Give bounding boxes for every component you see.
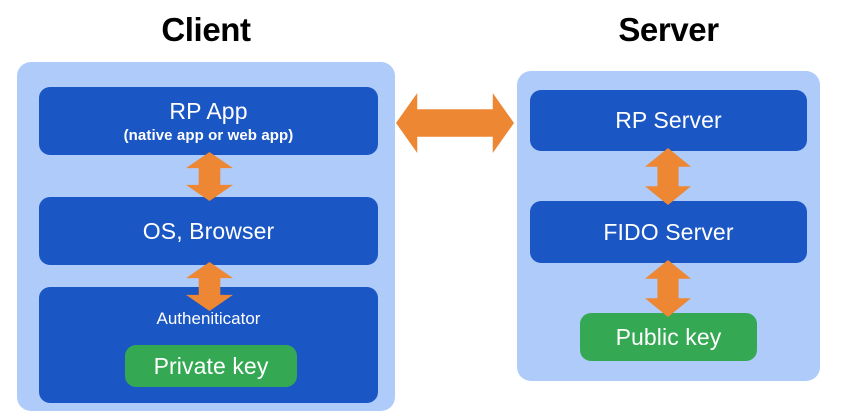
box-authenticator-title: Autheniticator: [156, 309, 261, 328]
public-key-pill: Public key: [580, 313, 757, 361]
box-os-browser-title: OS, Browser: [142, 217, 275, 244]
box-rp-app-subtitle: (native app or web app): [123, 126, 294, 144]
arrow-client-to-server-icon: [396, 93, 514, 153]
box-fido-server-title: FIDO Server: [603, 218, 734, 245]
box-os-browser: OS, Browser: [39, 197, 378, 265]
private-key-pill: Private key: [125, 345, 297, 387]
box-fido-server: FIDO Server: [530, 201, 807, 263]
box-rp-app-title: RP App: [169, 97, 248, 124]
box-rp-server: RP Server: [530, 90, 807, 151]
box-rp-app: RP App (native app or web app): [39, 87, 378, 155]
box-rp-server-title: RP Server: [615, 107, 722, 133]
server-column-title: Server: [618, 11, 719, 48]
client-column-title: Client: [161, 11, 251, 48]
